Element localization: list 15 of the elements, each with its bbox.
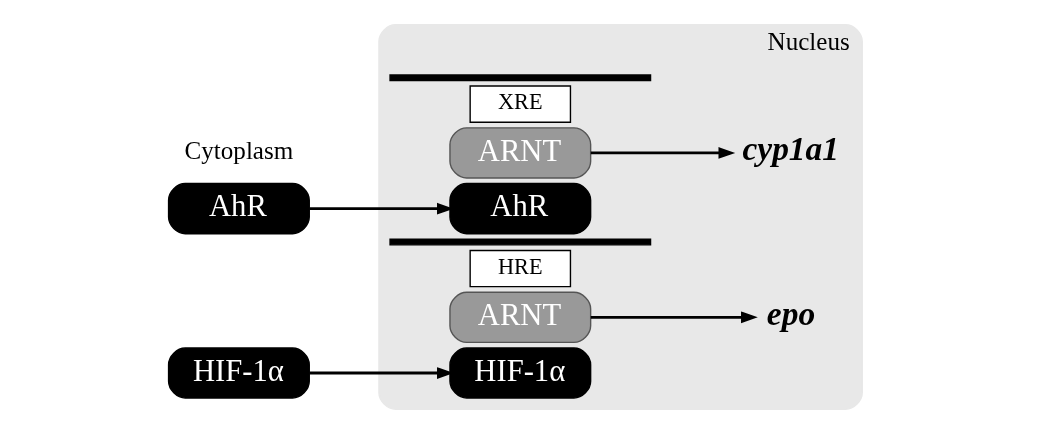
node-box: HIF-1α bbox=[167, 347, 310, 399]
arrow bbox=[590, 147, 735, 159]
node-box: ARNT bbox=[448, 291, 591, 344]
node-box: AhR bbox=[167, 182, 310, 235]
label: Cytoplasm bbox=[184, 137, 293, 165]
node-text: epo bbox=[766, 294, 815, 332]
node-box: XRE bbox=[468, 85, 571, 123]
node-box: HIF-1α bbox=[448, 347, 591, 399]
node-box: HRE bbox=[468, 249, 571, 288]
arrow bbox=[590, 311, 758, 324]
node-box: AhR bbox=[448, 182, 591, 235]
node-bar bbox=[388, 238, 651, 246]
node-box: ARNT bbox=[448, 127, 591, 179]
node-text: cyp1a1 bbox=[741, 130, 839, 168]
node-bar bbox=[388, 74, 651, 82]
